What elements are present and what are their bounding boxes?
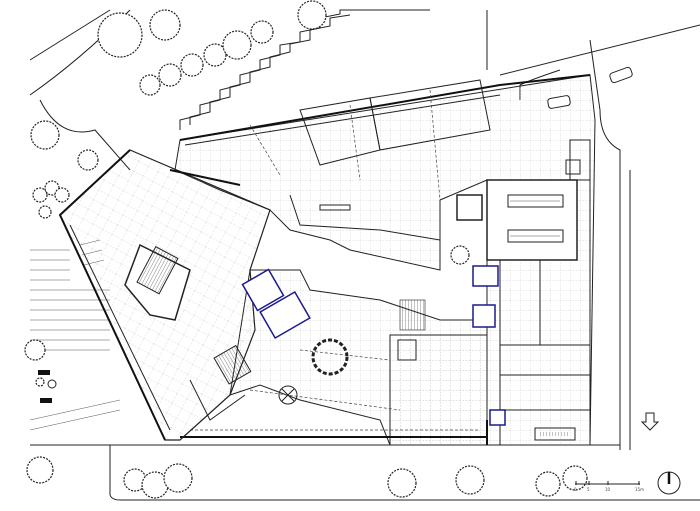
north-arrow-icon (657, 471, 681, 495)
scale-label: 5 (587, 487, 590, 492)
scale-label: 15m (635, 487, 644, 492)
service-cores (241, 194, 506, 426)
scale-label: 0 (574, 487, 577, 492)
car-icon (547, 66, 633, 109)
west-wing (58, 149, 271, 441)
legend-mark (38, 370, 50, 375)
legend-mark (40, 398, 52, 403)
scale-label: 10 (605, 487, 611, 492)
scale-bar: 0 5 10 15m (574, 481, 644, 492)
entrance-arrow-icon (640, 412, 660, 431)
trees (24, 0, 588, 499)
north-wing (174, 74, 596, 446)
site-lines (29, 9, 700, 501)
